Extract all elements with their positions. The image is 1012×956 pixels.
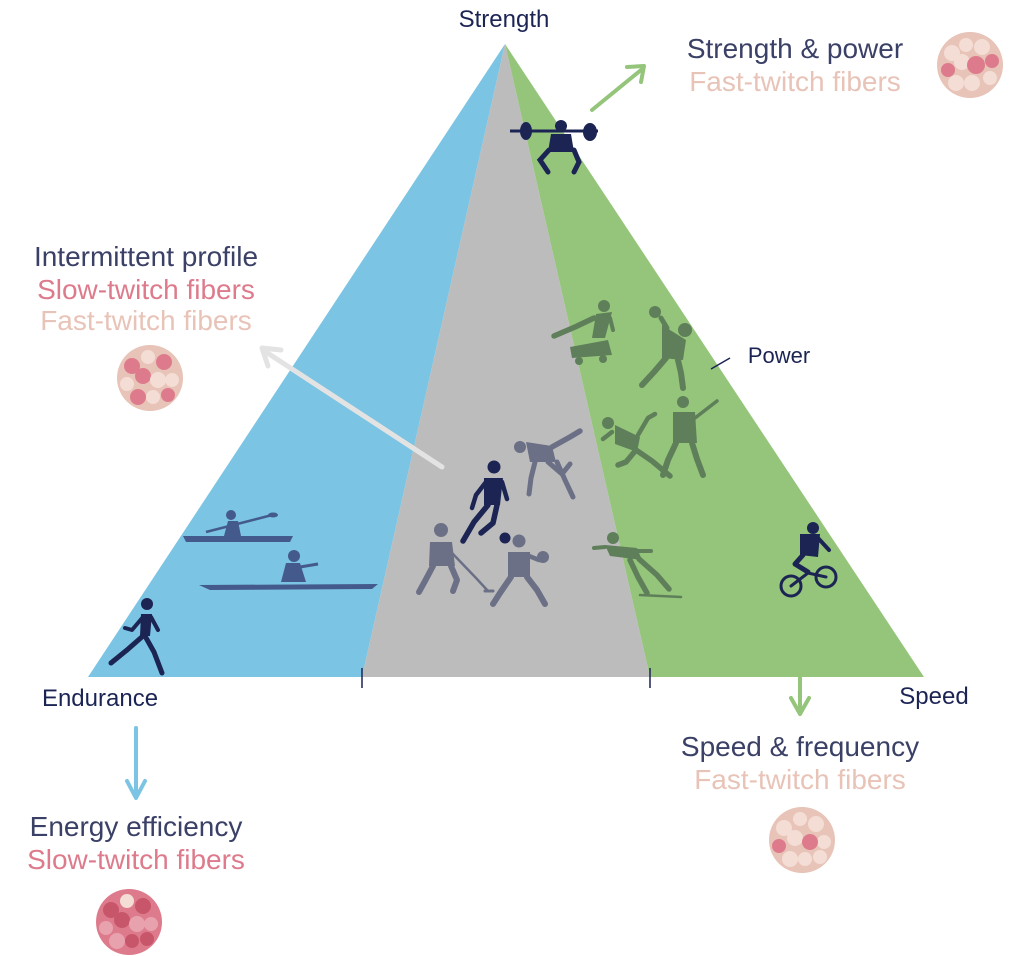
fiber-cluster-strength: [937, 32, 1003, 98]
callout-strength-power-fiber: Fast-twitch fibers: [689, 66, 901, 97]
muscle-fiber-cluster-icon: [772, 812, 831, 867]
baseball-batter-icon: [660, 396, 719, 478]
muscle-fiber-cluster-icon: [941, 38, 999, 91]
bmx-rider-icon: [779, 522, 838, 598]
shot-putter-icon: [639, 306, 692, 391]
power-zone: [505, 44, 924, 677]
intermittent-arrow: [259, 345, 445, 470]
runner-icon: [108, 598, 165, 676]
intermittent-zone: [362, 44, 650, 677]
vertex-label-power: Power: [748, 343, 810, 368]
martial-artist-icon: [514, 428, 583, 500]
callout-intermittent-fiber-slow: Slow-twitch fibers: [37, 274, 255, 305]
weightlifter-icon: [510, 120, 598, 175]
gymnast-pommel-horse-icon: [551, 300, 615, 365]
callout-intermittent-fiber-fast: Fast-twitch fibers: [40, 305, 252, 336]
hockey-player-icon: [416, 523, 495, 595]
callout-intermittent-title: Intermittent profile: [34, 241, 258, 272]
speed-frequency-arrow: [789, 643, 811, 716]
callout-strength-power-title: Strength & power: [687, 33, 903, 64]
pyramid-zones: [88, 44, 924, 677]
callout-energy-fiber: Slow-twitch fibers: [27, 844, 245, 875]
strength-power-arrow: [590, 64, 646, 112]
fiber-cluster-intermittent: [117, 345, 183, 411]
kayaker-icon: [183, 510, 293, 542]
soccer-player-icon: [460, 460, 511, 544]
vertex-label-strength: Strength: [459, 6, 550, 33]
basketball-player-icon: [490, 534, 549, 607]
skier-icon: [592, 532, 683, 599]
energy-arrow: [125, 726, 147, 800]
rower-icon: [199, 550, 378, 590]
muscle-fiber-cluster-icon: [120, 350, 179, 405]
callout-speed-frequency-title: Speed & frequency: [681, 731, 919, 762]
vertex-label-speed: Speed: [899, 683, 968, 710]
fiber-cluster-speed: [769, 807, 835, 873]
callout-speed-frequency-fiber: Fast-twitch fibers: [694, 764, 906, 795]
muscle-fiber-cluster-icon: [99, 894, 158, 949]
fiber-cluster-energy: [96, 889, 162, 955]
power-leader-line: [710, 357, 731, 370]
callout-energy-title: Energy efficiency: [30, 811, 243, 842]
vertex-label-endurance: Endurance: [42, 685, 158, 712]
endurance-zone: [88, 44, 505, 677]
